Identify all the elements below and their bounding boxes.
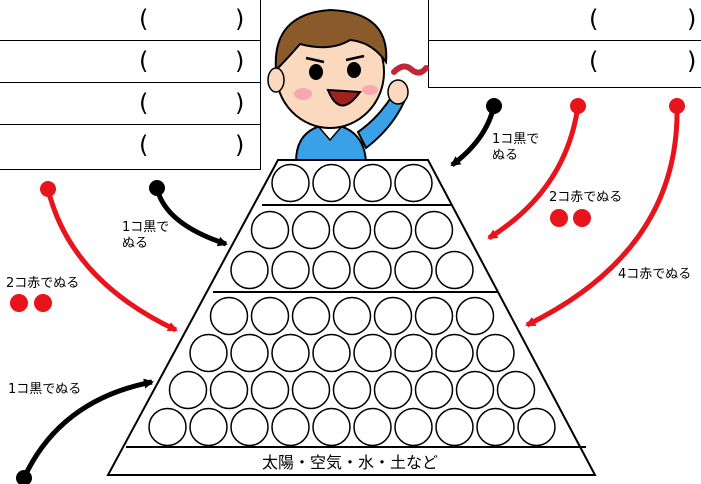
pyramid-circle[interactable] — [312, 407, 351, 447]
pyramid-circles — [148, 163, 556, 447]
open-paren: ( — [139, 5, 149, 33]
pyramid-circle[interactable] — [230, 407, 269, 447]
pyramid-circle[interactable] — [394, 407, 433, 447]
pyramid-circle[interactable] — [250, 210, 290, 250]
close-paren: ) — [235, 47, 245, 75]
pyramid-circle[interactable] — [455, 296, 495, 336]
open-paren: ( — [139, 89, 149, 117]
arrow-red-right — [525, 98, 685, 328]
pyramid-circle[interactable] — [209, 296, 249, 336]
red-dot — [573, 209, 591, 227]
pyramid-circle[interactable] — [476, 407, 515, 447]
red-dot — [10, 294, 28, 312]
label-black-left: 1コ黒でぬる — [122, 220, 170, 251]
answer-row-1[interactable]: ( ) — [0, 0, 260, 41]
pyramid-circle[interactable] — [435, 333, 474, 373]
pyramid-circle[interactable] — [353, 407, 392, 447]
pyramid-circle[interactable] — [312, 333, 351, 373]
answer-row-1[interactable]: ( ) — [429, 0, 701, 41]
close-paren: ) — [235, 131, 245, 159]
pyramid-circle[interactable] — [414, 210, 454, 250]
pyramid-circle[interactable] — [271, 163, 310, 203]
pyramid-circle[interactable] — [455, 370, 495, 410]
pyramid-circle[interactable] — [394, 163, 433, 203]
pyramid-circle[interactable] — [271, 407, 310, 447]
pyramid-circle[interactable] — [435, 250, 474, 290]
pyramid-circle[interactable] — [250, 370, 290, 410]
pyramid-circle[interactable] — [353, 163, 392, 203]
pyramid-circle[interactable] — [271, 250, 310, 290]
pyramid-circle[interactable] — [373, 370, 413, 410]
arrow-red-top-right — [487, 98, 586, 241]
left-answer-table: ( ) ( ) ( ) ( ) — [0, 0, 261, 170]
pyramid-circle[interactable] — [373, 210, 413, 250]
open-paren: ( — [139, 131, 149, 159]
pyramid-circle[interactable] — [394, 333, 433, 373]
right-answer-table: ( ) ( ) — [428, 0, 701, 88]
pyramid-circle[interactable] — [517, 407, 556, 447]
pyramid-circle[interactable] — [312, 250, 351, 290]
red-dot — [550, 209, 568, 227]
pyramid-base-label: 太陽・空気・水・土など — [262, 453, 438, 472]
pyramid-circle[interactable] — [291, 296, 331, 336]
pyramid-circle[interactable] — [291, 370, 331, 410]
label-red-left: 2コ赤でぬる — [6, 276, 80, 291]
pyramid-circle[interactable] — [414, 296, 454, 336]
label-red-right: 4コ赤でぬる — [618, 267, 692, 282]
pyramid-circle[interactable] — [353, 250, 392, 290]
pyramid-circle[interactable] — [353, 333, 392, 373]
label-black-bottom: 1コ黒でぬる — [8, 382, 82, 397]
close-paren: ) — [235, 89, 245, 117]
boy-character — [267, 8, 429, 163]
answer-row-4[interactable]: ( ) — [0, 125, 260, 167]
pyramid-circle[interactable] — [230, 333, 269, 373]
pyramid-circle[interactable] — [476, 333, 515, 373]
close-paren: ) — [687, 5, 697, 33]
pyramid-circle[interactable] — [291, 210, 331, 250]
pyramid-circle[interactable] — [312, 163, 351, 203]
pyramid-circle[interactable] — [332, 210, 372, 250]
pyramid-circle[interactable] — [250, 296, 290, 336]
pyramid-circle[interactable] — [148, 407, 187, 447]
close-paren: ) — [687, 47, 697, 75]
pyramid-circle[interactable] — [332, 370, 372, 410]
open-paren: ( — [589, 5, 599, 33]
pyramid-circle[interactable] — [496, 370, 536, 410]
pyramid-circle[interactable] — [230, 250, 269, 290]
arrow-black-top — [450, 98, 502, 168]
pyramid-circle[interactable] — [373, 296, 413, 336]
pyramid-circle[interactable] — [414, 370, 454, 410]
label-red-top-right: 2コ赤でぬる — [549, 190, 623, 205]
answer-row-2[interactable]: ( ) — [429, 41, 701, 83]
pyramid-circle[interactable] — [209, 370, 249, 410]
pyramid-circle[interactable] — [168, 370, 208, 410]
arrow-black-bottom — [16, 378, 154, 484]
pyramid-circle[interactable] — [394, 250, 433, 290]
pyramid: 太陽・空気・水・土など — [106, 159, 597, 476]
open-paren: ( — [589, 47, 599, 75]
label-black-top: 1コ黒でぬる — [492, 132, 540, 163]
pyramid-circle[interactable] — [271, 333, 310, 373]
pyramid-circle[interactable] — [189, 333, 228, 373]
close-paren: ) — [235, 5, 245, 33]
open-paren: ( — [139, 47, 149, 75]
pyramid-circle[interactable] — [332, 296, 372, 336]
red-dot — [34, 294, 52, 312]
answer-row-2[interactable]: ( ) — [0, 41, 260, 83]
earthworm-icon — [391, 63, 429, 76]
pyramid-circle[interactable] — [435, 407, 474, 447]
arrow-red-left — [40, 181, 178, 333]
pyramid-circle[interactable] — [189, 407, 228, 447]
answer-row-3[interactable]: ( ) — [0, 83, 260, 125]
arrow-black-left — [149, 180, 228, 247]
